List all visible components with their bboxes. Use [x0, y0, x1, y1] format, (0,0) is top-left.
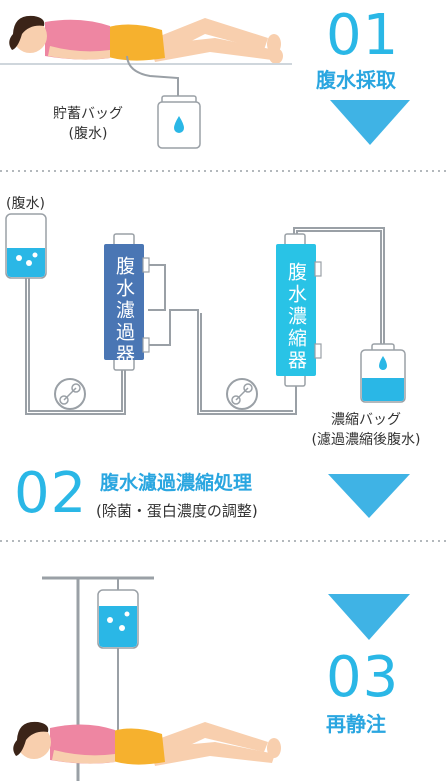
droplet-icon [174, 116, 184, 133]
ascites-bag-label: (腹水) [6, 196, 45, 212]
concentrate-bag-label-line2: (濾過濃縮後腹水) [311, 432, 421, 448]
concentrate-bag-label: 濃縮バッグ (濾過濃縮後腹水) [286, 410, 446, 450]
step-title-2: 腹水濾過濃縮処理 [100, 472, 253, 494]
down-arrow-icon [330, 100, 410, 145]
concentrate-bag-label-line1: 濃縮バッグ [331, 412, 401, 428]
down-arrow-icon [328, 474, 410, 518]
droplet-icon [379, 356, 387, 370]
step-title-3: 再静注 [326, 712, 386, 736]
step-number-3: 03 [326, 645, 400, 710]
storage-bag-label-line2: (腹水) [68, 126, 108, 142]
concentrator-label: 腹水濃縮器 [285, 262, 307, 372]
storage-bag-label-line1: 貯蓄バッグ [53, 106, 123, 122]
pump-icon [226, 378, 258, 410]
step-title-1: 腹水採取 [316, 68, 396, 92]
storage-bag-label: 貯蓄バッグ (腹水) [40, 104, 136, 144]
filter-label: 腹水濾過器 [113, 256, 135, 366]
pump-icon [54, 378, 86, 410]
drain-tube [126, 55, 179, 96]
concentrator-device [276, 233, 322, 387]
concentrate-bag [360, 343, 406, 403]
patient-illustration-top [0, 15, 292, 65]
filter-device [104, 233, 150, 371]
down-arrow-icon [328, 594, 410, 640]
step-subtitle-2: (除菌・蛋白濃度の調整) [96, 502, 258, 520]
storage-bag [157, 95, 201, 149]
step-number-1: 01 [326, 3, 400, 68]
ascites-bag [5, 213, 47, 279]
step-number-2: 02 [14, 461, 88, 526]
patient-illustration-bottom [13, 721, 281, 766]
